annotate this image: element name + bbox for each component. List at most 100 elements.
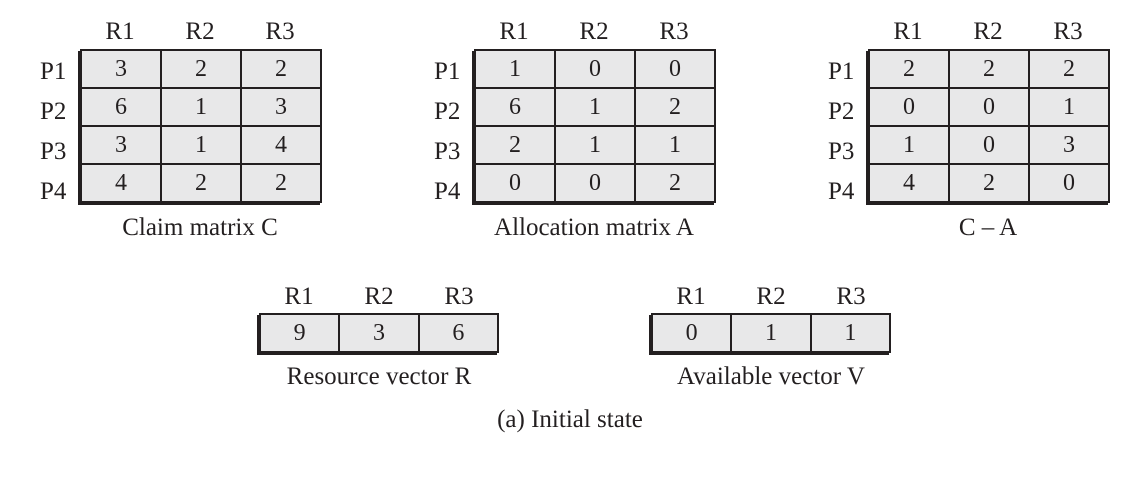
allocation-matrix-caption: Allocation matrix A [494, 214, 694, 241]
claim-matrix-caption: Claim matrix C [122, 214, 278, 241]
table-row: 4 2 2 [80, 163, 322, 203]
resource-vector-column-headers: R1 R2 R3 [259, 283, 499, 311]
vector-cell: 1 [809, 313, 892, 353]
matrix-cell: 3 [240, 87, 322, 127]
column-header: R1 [676, 283, 706, 310]
row-label: P2 [40, 98, 67, 125]
resource-vector: R1 R2 R3 9 3 6 Resource vector R [258, 283, 500, 403]
matrix-cell: 2 [240, 163, 322, 203]
table-row: 1 0 0 [474, 49, 716, 89]
table-row: 6 1 3 [80, 87, 322, 127]
matrix-cell: 0 [868, 87, 950, 127]
matrix-cell: 3 [80, 125, 162, 165]
vector-cell: 3 [338, 313, 420, 353]
matrix-cell: 0 [554, 49, 636, 89]
row-label: P1 [828, 58, 855, 85]
matrix-cell: 0 [634, 49, 716, 89]
allocation-matrix: R1 R2 R3 P1 P2 P3 P4 1 0 0 6 1 2 2 1 1 0… [434, 18, 734, 248]
resource-vector-grid: 9 3 6 [258, 313, 500, 353]
matrix-cell: 0 [948, 87, 1030, 127]
matrix-cell: 2 [634, 87, 716, 127]
matrix-cell: 0 [948, 125, 1030, 165]
row-label: P4 [434, 178, 461, 205]
row-label: P4 [40, 178, 67, 205]
column-header: R2 [364, 283, 394, 310]
matrix-cell: 1 [1028, 87, 1110, 127]
row-label: P2 [828, 98, 855, 125]
available-vector-column-headers: R1 R2 R3 [651, 283, 891, 311]
row-label: P3 [434, 138, 461, 165]
matrix-cell: 4 [80, 163, 162, 203]
table-row: 0 1 1 [650, 313, 892, 353]
matrix-cell: 1 [868, 125, 950, 165]
table-row: 6 1 2 [474, 87, 716, 127]
row-label: P1 [434, 58, 461, 85]
column-header: R3 [265, 18, 295, 45]
matrix-cell: 2 [240, 49, 322, 89]
column-header: R3 [444, 283, 474, 310]
table-row: 2 1 1 [474, 125, 716, 165]
matrix-cell: 6 [474, 87, 556, 127]
matrix-cell: 0 [554, 163, 636, 203]
figure-caption: (a) Initial state [497, 406, 643, 433]
matrix-cell: 0 [1028, 163, 1110, 203]
matrix-cell: 0 [474, 163, 556, 203]
matrix-cell: 2 [160, 163, 242, 203]
column-header: R3 [659, 18, 689, 45]
vector-cell: 0 [650, 313, 733, 353]
need-matrix-column-headers: R1 R2 R3 [868, 18, 1108, 46]
column-header: R3 [836, 283, 866, 310]
matrix-cell: 2 [474, 125, 556, 165]
matrix-cell: 3 [1028, 125, 1110, 165]
allocation-matrix-column-headers: R1 R2 R3 [474, 18, 714, 46]
table-row: 9 3 6 [258, 313, 500, 353]
matrix-cell: 2 [160, 49, 242, 89]
available-vector-caption: Available vector V [677, 363, 865, 390]
need-matrix-grid: 2 2 2 0 0 1 1 0 3 4 2 0 [868, 49, 1110, 203]
matrix-cell: 4 [240, 125, 322, 165]
column-header: R1 [893, 18, 923, 45]
table-row: 1 0 3 [868, 125, 1110, 165]
row-label: P3 [828, 138, 855, 165]
vector-cell: 6 [417, 313, 500, 353]
vector-cell: 9 [258, 313, 341, 353]
need-matrix-caption: C – A [958, 214, 1018, 241]
vector-cell: 1 [730, 313, 812, 353]
matrix-cell: 2 [1028, 49, 1110, 89]
matrix-cell: 1 [554, 87, 636, 127]
available-vector: R1 R2 R3 0 1 1 Available vector V [650, 283, 892, 403]
matrix-cell: 1 [474, 49, 556, 89]
resource-vector-caption: Resource vector R [286, 363, 472, 390]
matrix-cell: 3 [80, 49, 162, 89]
matrix-cell: 2 [868, 49, 950, 89]
allocation-matrix-grid: 1 0 0 6 1 2 2 1 1 0 0 2 [474, 49, 716, 203]
row-label: P4 [828, 178, 855, 205]
matrix-cell: 1 [554, 125, 636, 165]
matrix-cell: 1 [160, 125, 242, 165]
column-header: R2 [973, 18, 1003, 45]
column-header: R3 [1053, 18, 1083, 45]
matrix-cell: 1 [634, 125, 716, 165]
matrix-cell: 2 [634, 163, 716, 203]
row-label: P2 [434, 98, 461, 125]
claim-matrix: R1 R2 R3 P1 P2 P3 P4 3 2 2 6 1 3 3 1 4 4… [40, 18, 340, 248]
column-header: R1 [105, 18, 135, 45]
row-label: P1 [40, 58, 67, 85]
matrix-cell: 6 [80, 87, 162, 127]
need-matrix: R1 R2 R3 P1 P2 P3 P4 2 2 2 0 0 1 1 0 3 4… [828, 18, 1128, 248]
claim-matrix-grid: 3 2 2 6 1 3 3 1 4 4 2 2 [80, 49, 322, 203]
table-row: 0 0 1 [868, 87, 1110, 127]
column-header: R2 [756, 283, 786, 310]
matrix-cell: 4 [868, 163, 950, 203]
table-row: 3 1 4 [80, 125, 322, 165]
column-header: R1 [499, 18, 529, 45]
table-row: 0 0 2 [474, 163, 716, 203]
column-header: R1 [284, 283, 314, 310]
matrix-cell: 2 [948, 49, 1030, 89]
column-header: R2 [185, 18, 215, 45]
claim-matrix-column-headers: R1 R2 R3 [80, 18, 320, 46]
row-label: P3 [40, 138, 67, 165]
table-row: 2 2 2 [868, 49, 1110, 89]
table-row: 3 2 2 [80, 49, 322, 89]
matrix-cell: 2 [948, 163, 1030, 203]
